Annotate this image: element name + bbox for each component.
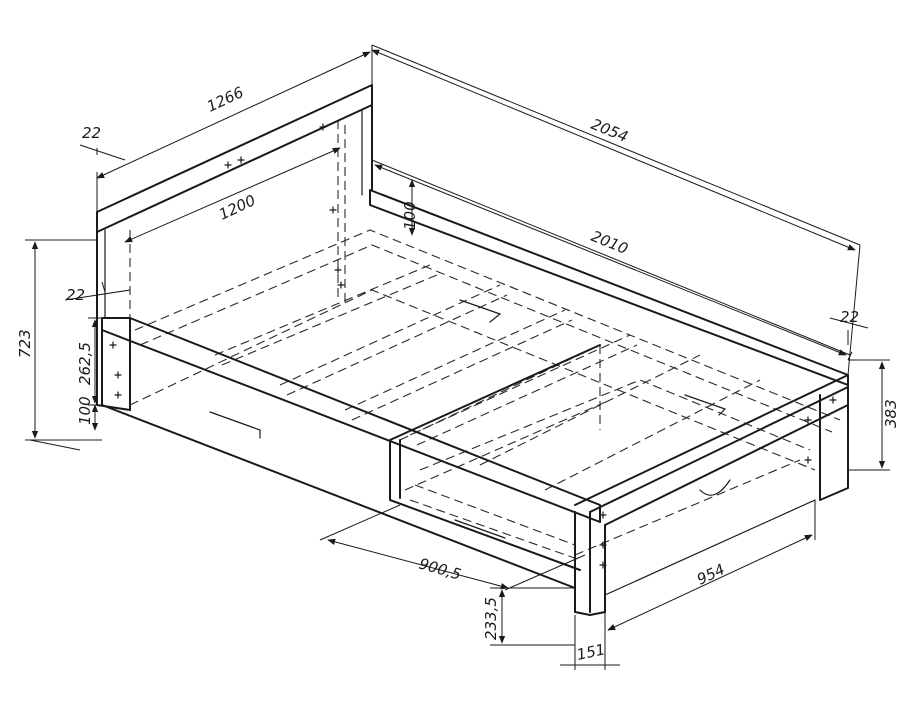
drawer-front <box>389 344 601 571</box>
dim-rail-height: 100 <box>76 396 94 425</box>
dim-inner-width: 1200 <box>216 191 258 223</box>
side-rail-left <box>101 317 601 523</box>
footboard-right-post <box>819 386 849 501</box>
dim-headboard-lower-height: 262,5 <box>76 342 94 385</box>
dim-total-height: 723 <box>16 329 34 358</box>
side-rail-right <box>369 189 849 386</box>
dim-overall-length: 2054 <box>589 115 631 146</box>
dim-panel-thickness-left: 22 <box>66 286 85 304</box>
dim-headboard-width: 1266 <box>204 83 246 115</box>
hidden-lines <box>129 120 841 561</box>
dim-headboard-thickness: 22 <box>82 124 101 142</box>
bed-outline <box>96 84 849 616</box>
footboard-top <box>574 374 849 513</box>
dim-drawer-depth: 900,5 <box>417 555 463 584</box>
dim-leg-width: 151 <box>575 640 607 664</box>
dim-panel-thickness-right: 22 <box>840 308 859 326</box>
dim-footboard-height: 383 <box>882 399 900 428</box>
dim-drawer-width: 954 <box>694 560 728 588</box>
dim-headboard-top-panel: 100 <box>401 201 419 230</box>
dimension-labels: 1266 22 2054 1200 100 2010 22 22 723 262… <box>16 83 900 664</box>
dimension-lines <box>25 44 890 670</box>
dim-leg-height: 233,5 <box>482 597 500 640</box>
